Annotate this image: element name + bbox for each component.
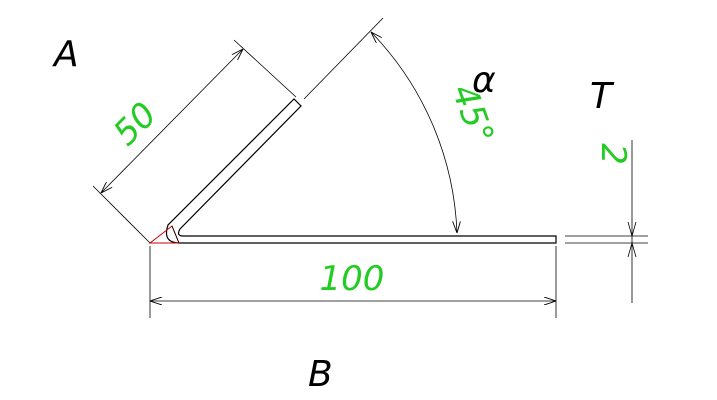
thickness-arrow-bottom (627, 241, 637, 258)
flange-extension-line-bottom (92, 185, 151, 244)
bend-region-marker (148, 225, 180, 244)
point-b-label: B (308, 354, 333, 395)
angle-dimension-arc (371, 32, 457, 233)
angle-symbol-label: α (472, 60, 496, 101)
bend-region-edge (171, 225, 180, 244)
angle-extension-line (303, 17, 384, 100)
part-outline (165, 98, 557, 244)
base-length-label: 100 (320, 259, 385, 299)
flange-dimension-line (101, 49, 243, 193)
thickness-symbol-label: T (590, 76, 615, 117)
bent-sheet-part (148, 98, 557, 244)
thickness-value-label: 2 (593, 143, 633, 165)
point-a-label: A (52, 34, 79, 75)
flange-length-label: 50 (106, 95, 165, 154)
base-length-dimension: 100 (149, 246, 557, 318)
thickness-arrow-top (627, 221, 637, 238)
flange-extension-line-top (233, 39, 297, 98)
angle-dimension: 45° α (303, 17, 501, 233)
thickness-dimension: 2 T (565, 76, 648, 303)
